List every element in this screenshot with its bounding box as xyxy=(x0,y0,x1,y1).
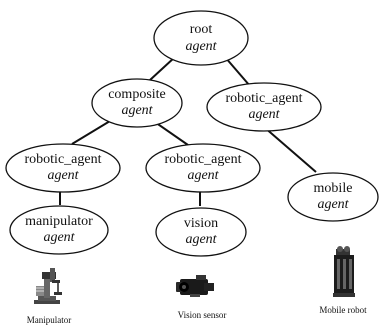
node-robotic-agent-left-name: robotic_agent xyxy=(25,152,102,167)
manipulator-robot-icon xyxy=(34,268,62,304)
node-composite-name: composite xyxy=(108,87,166,102)
node-robotic-agent-left: robotic_agent agent xyxy=(5,143,121,193)
node-manipulator: manipulator agent xyxy=(9,205,109,255)
caption-manipulator: Manipulator xyxy=(27,315,72,325)
node-root: root agent xyxy=(153,10,249,66)
node-robotic-agent-mid-name: robotic_agent xyxy=(165,152,242,167)
caption-vision-sensor: Vision sensor xyxy=(178,310,227,320)
node-robotic-agent-left-type: agent xyxy=(47,168,79,183)
node-robotic-agent-right: robotic_agent agent xyxy=(206,82,322,132)
node-robotic-agent-mid-type: agent xyxy=(187,168,219,183)
caption-mobile-robot: Mobile robot xyxy=(319,305,367,315)
node-mobile-name: mobile xyxy=(314,181,353,196)
vision-sensor-camera-icon xyxy=(176,275,214,297)
node-composite-type: agent xyxy=(121,103,153,118)
edge-robotic-agent-right-mobile xyxy=(263,126,317,173)
node-root-type: agent xyxy=(185,39,217,54)
node-manipulator-type: agent xyxy=(43,230,75,245)
mobile-robot-icon xyxy=(333,246,355,297)
edge-root-robotic-agent-right xyxy=(224,56,251,87)
node-robotic-agent-right-type: agent xyxy=(248,107,280,122)
node-root-name: root xyxy=(190,22,213,37)
node-composite: composite agent xyxy=(91,78,183,128)
node-mobile-type: agent xyxy=(317,197,349,212)
node-vision-name: vision xyxy=(184,216,218,231)
edge-composite-robotic-agent-left xyxy=(71,117,116,145)
node-vision-type: agent xyxy=(185,232,217,247)
node-vision: vision agent xyxy=(155,207,247,257)
edge-root-composite xyxy=(149,56,176,81)
node-mobile: mobile agent xyxy=(287,172,379,222)
node-robotic-agent-right-name: robotic_agent xyxy=(226,91,303,106)
node-robotic-agent-mid: robotic_agent agent xyxy=(145,143,261,193)
node-manipulator-name: manipulator xyxy=(25,214,93,229)
